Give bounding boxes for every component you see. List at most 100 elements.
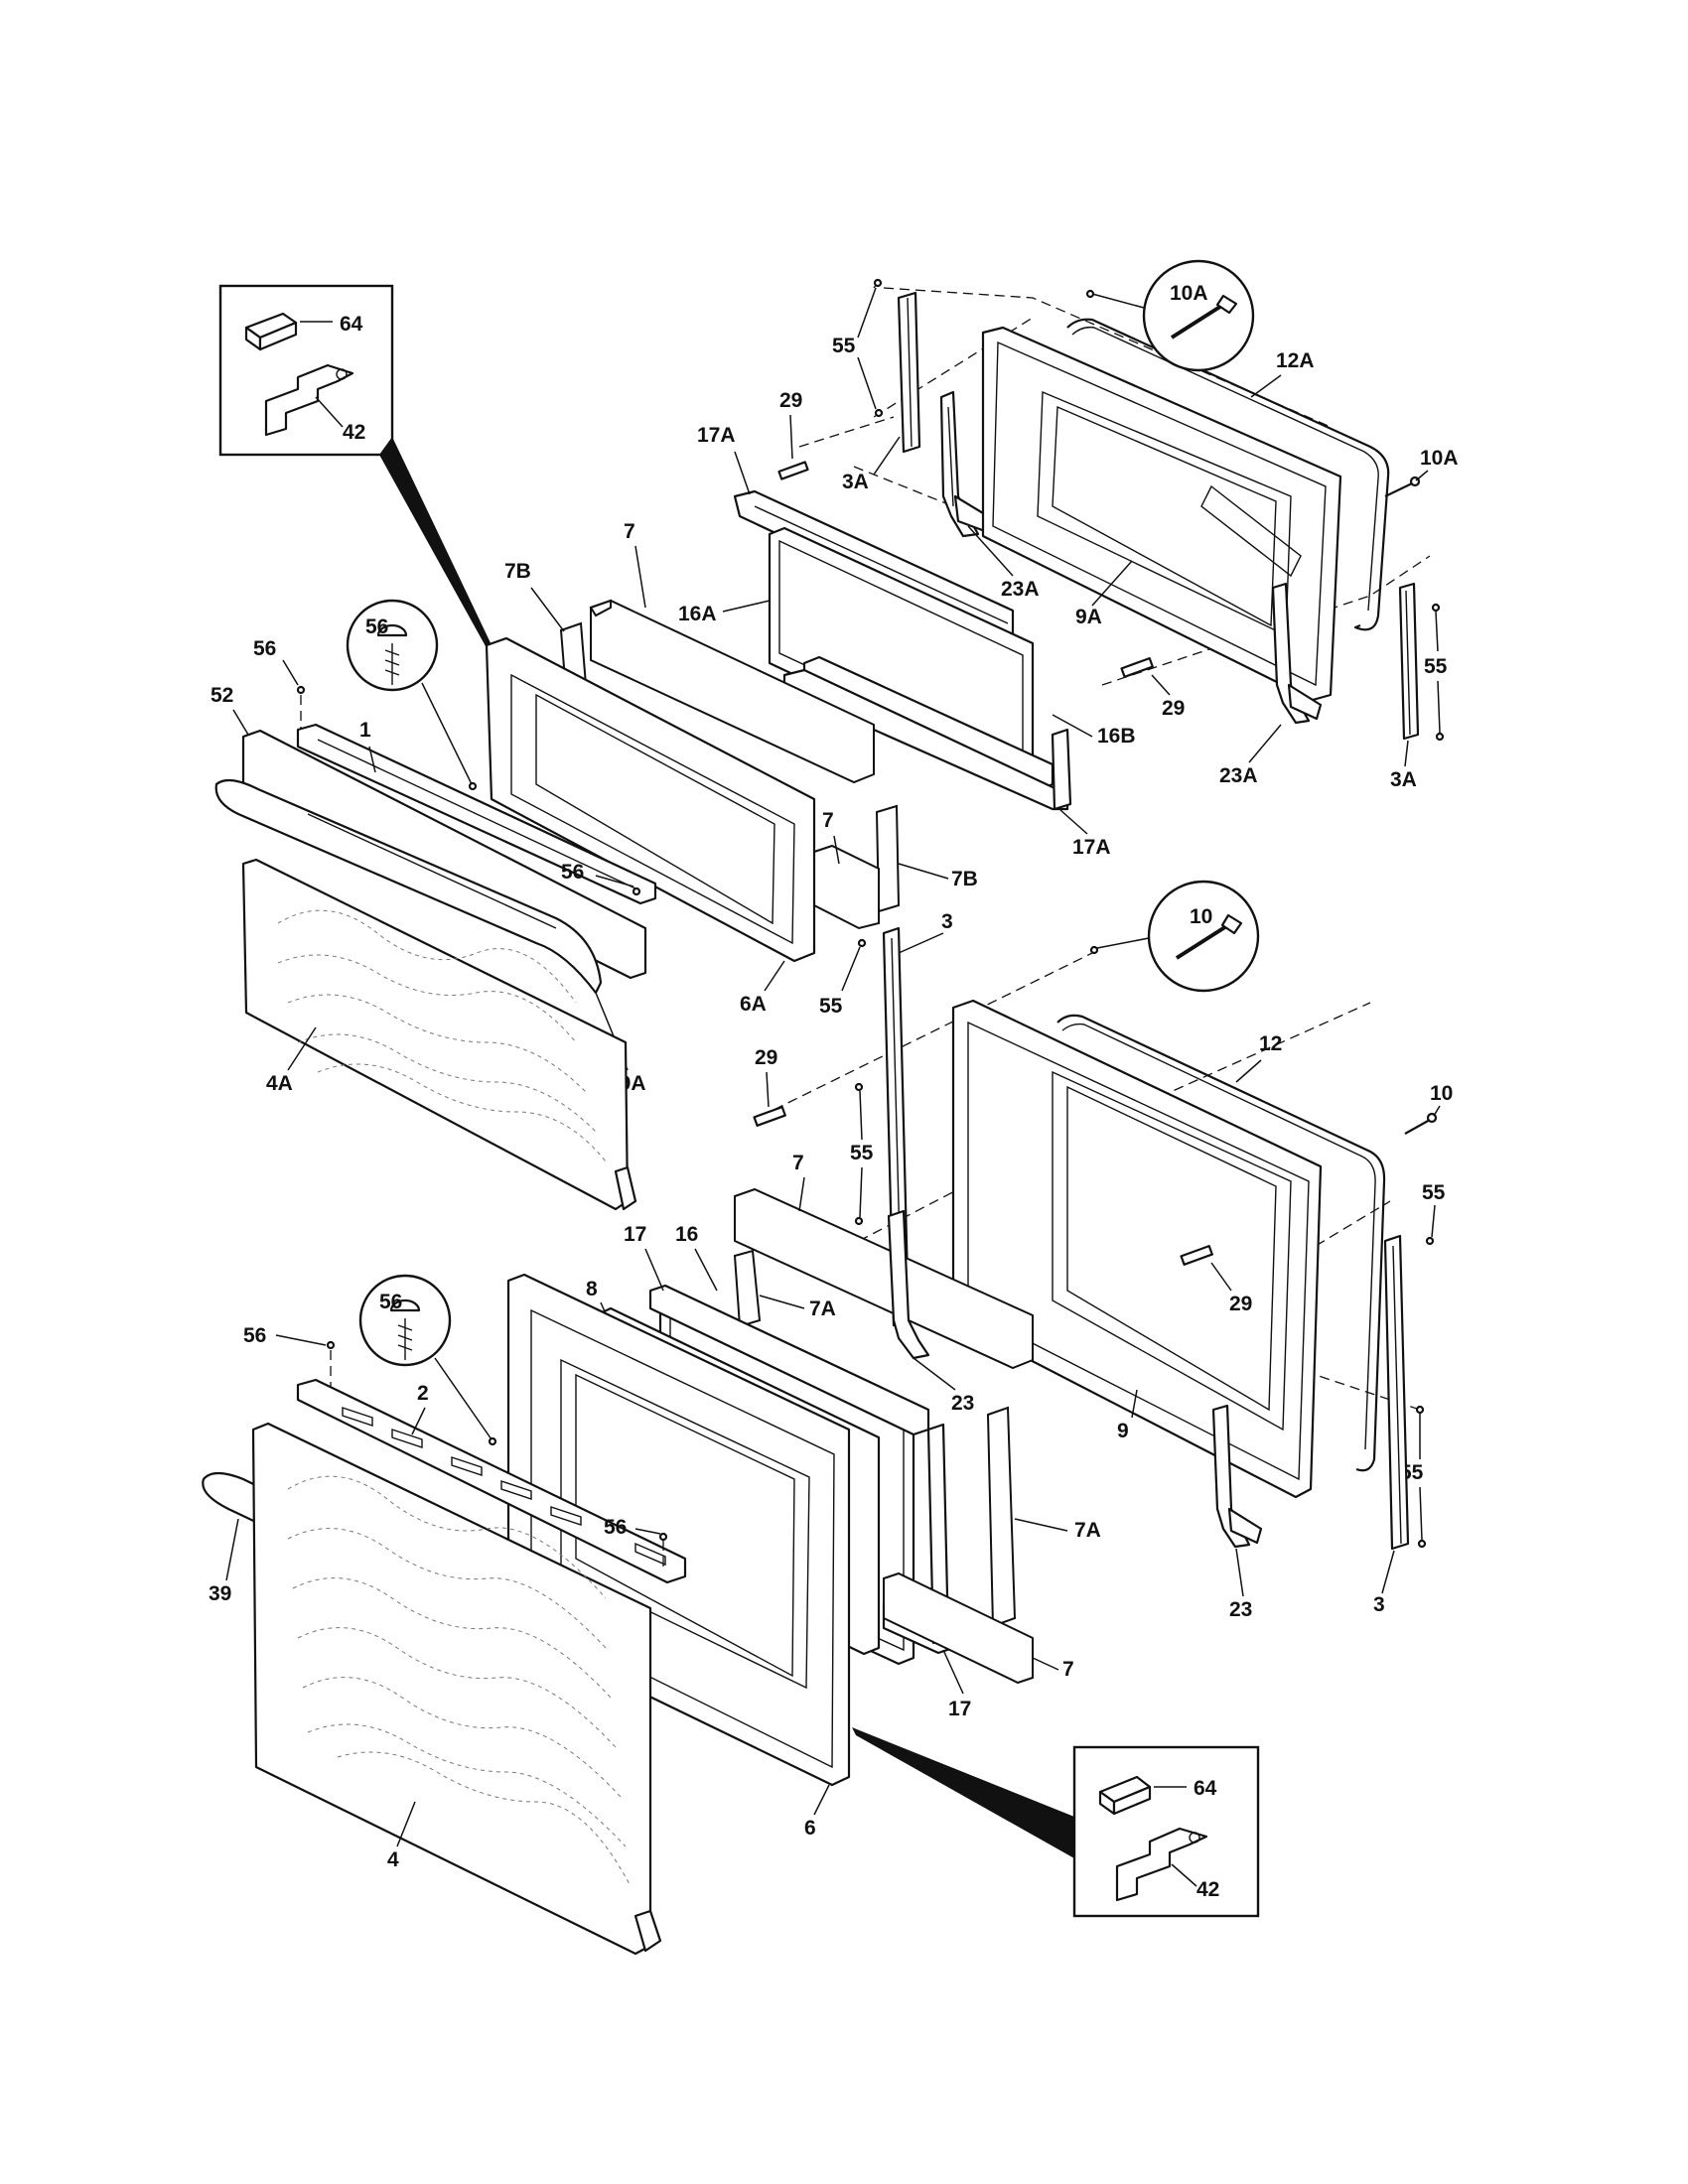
part-1-vent-trim <box>296 723 657 905</box>
part-4A-outer-panel <box>241 858 637 1211</box>
label-17-bottom: 17 <box>948 1698 971 1720</box>
part-29-pin-lower-right <box>1180 1245 1213 1266</box>
label-56-circle-upper: 56 <box>365 615 388 638</box>
part-4-outer-door-panel <box>251 1422 662 1956</box>
label-7-lower-top: 7 <box>792 1152 804 1174</box>
label-52: 52 <box>211 684 233 707</box>
label-3-top: 3 <box>941 910 953 933</box>
label-3A-left: 3A <box>842 471 869 493</box>
inset-box-top-left: 64 42 <box>218 284 494 655</box>
label-42-top: 42 <box>343 421 365 444</box>
part-29-pin-lower-left <box>753 1106 786 1127</box>
part-3A-right-bracket <box>1398 582 1420 741</box>
label-56-lower-left: 56 <box>243 1324 266 1347</box>
label-29-lower-left: 29 <box>755 1046 777 1069</box>
label-4A: 4A <box>266 1072 293 1095</box>
inset-pointer-bottom <box>852 1727 1074 1858</box>
label-16B: 16B <box>1097 725 1136 748</box>
label-1: 1 <box>359 719 371 742</box>
part-7A-insulation-small <box>733 1249 762 1328</box>
part-7-insulation-small <box>813 844 880 930</box>
callout-10A-circle: 10A <box>1142 259 1255 372</box>
inset-box-bottom-right: 64 42 <box>1072 1745 1260 1918</box>
label-56-circle-lower: 56 <box>379 1291 402 1313</box>
label-23A-right: 23A <box>1219 764 1258 787</box>
part-3A-left-bracket <box>897 291 921 454</box>
label-12: 12 <box>1259 1032 1282 1055</box>
callout-56-circle-upper: 56 <box>346 599 439 692</box>
part-12-gasket <box>1056 1014 1386 1472</box>
label-4: 4 <box>387 1848 399 1871</box>
part-7B-insulation-right <box>875 804 901 913</box>
label-56-upper-left: 56 <box>253 637 276 660</box>
label-6: 6 <box>804 1817 816 1840</box>
label-7-upper: 7 <box>624 520 635 543</box>
label-7A-small: 7A <box>809 1297 836 1320</box>
label-7B-left: 7B <box>504 560 531 583</box>
part-42-bracket-top <box>264 363 354 437</box>
label-17-top: 17 <box>624 1223 646 1246</box>
label-55-top-mid: 55 <box>819 995 843 1018</box>
label-7A-right: 7A <box>1074 1519 1101 1542</box>
part-7-insulation-top-strip <box>734 1187 1034 1370</box>
label-3A-right: 3A <box>1390 768 1417 791</box>
label-9: 9 <box>1117 1420 1129 1442</box>
part-17A-bottom-channel <box>782 668 1072 811</box>
oven-door-assembly: 55 3 10 29 55 <box>202 880 1453 1956</box>
part-3-right-channel <box>1383 1234 1410 1551</box>
part-23-hinge-upper <box>887 1209 930 1360</box>
label-29-upper: 29 <box>779 389 802 412</box>
label-23-lower: 23 <box>1229 1598 1252 1621</box>
label-10-right: 10 <box>1430 1082 1453 1105</box>
label-64-bottom: 64 <box>1194 1777 1217 1800</box>
label-56-lower-trim: 56 <box>604 1516 627 1539</box>
label-55-upper: 55 <box>832 335 856 357</box>
label-10A-circle: 10A <box>1170 282 1208 305</box>
part-23A-hinge-left <box>939 390 990 538</box>
part-42-bracket-bottom <box>1115 1827 1208 1902</box>
label-7-bottom: 7 <box>1062 1658 1074 1681</box>
label-12A: 12A <box>1276 349 1315 372</box>
label-6A: 6A <box>740 993 767 1016</box>
drawer-door-assembly: 55 3A 29 23A 9A <box>211 259 1459 1211</box>
label-2: 2 <box>417 1382 429 1405</box>
part-12A-gasket <box>1066 318 1390 631</box>
label-29-right: 29 <box>1162 697 1185 720</box>
label-9A: 9A <box>1075 606 1102 628</box>
part-7-insulation-upper <box>589 599 875 784</box>
part-64-block-bottom <box>1098 1775 1152 1816</box>
part-7A-insulation-right <box>986 1406 1017 1628</box>
label-17A-top: 17A <box>697 424 736 447</box>
part-2-vent-trim <box>296 1378 687 1584</box>
part-6A-door-frame <box>485 636 816 963</box>
part-23A-hinge-right <box>1271 582 1323 725</box>
label-29-lower-right: 29 <box>1229 1293 1252 1315</box>
label-7B-right: 7B <box>951 868 978 890</box>
label-64-top: 64 <box>340 313 363 336</box>
part-7-insulation-bottom <box>883 1571 1034 1685</box>
label-56-trim: 56 <box>561 861 584 884</box>
callout-56-circle-lower: 56 <box>358 1274 452 1367</box>
label-42-bottom: 42 <box>1196 1878 1219 1901</box>
label-10-circle: 10 <box>1190 905 1212 928</box>
part-10A-screw-right <box>1384 476 1421 497</box>
part-55-screw-upper <box>873 278 884 418</box>
label-16: 16 <box>675 1223 698 1246</box>
label-39: 39 <box>209 1582 231 1605</box>
label-7-small: 7 <box>822 809 834 832</box>
label-55-right-upper: 55 <box>1424 655 1448 678</box>
label-3-bottom: 3 <box>1373 1593 1385 1616</box>
callout-10-circle: 10 <box>1147 880 1260 993</box>
label-55-mid-left: 55 <box>850 1142 874 1164</box>
label-10A-right: 10A <box>1420 447 1459 470</box>
part-39A-handle <box>214 778 603 995</box>
part-23-hinge-lower <box>1211 1404 1263 1549</box>
label-16A: 16A <box>678 603 717 625</box>
part-64-block-top <box>244 312 298 351</box>
part-29-pin-upper <box>777 461 809 480</box>
label-55-right-mid: 55 <box>1422 1181 1446 1204</box>
part-29-pin-right <box>1120 657 1154 678</box>
label-23A-left: 23A <box>1001 578 1040 601</box>
inset-pointer-top <box>379 437 494 655</box>
